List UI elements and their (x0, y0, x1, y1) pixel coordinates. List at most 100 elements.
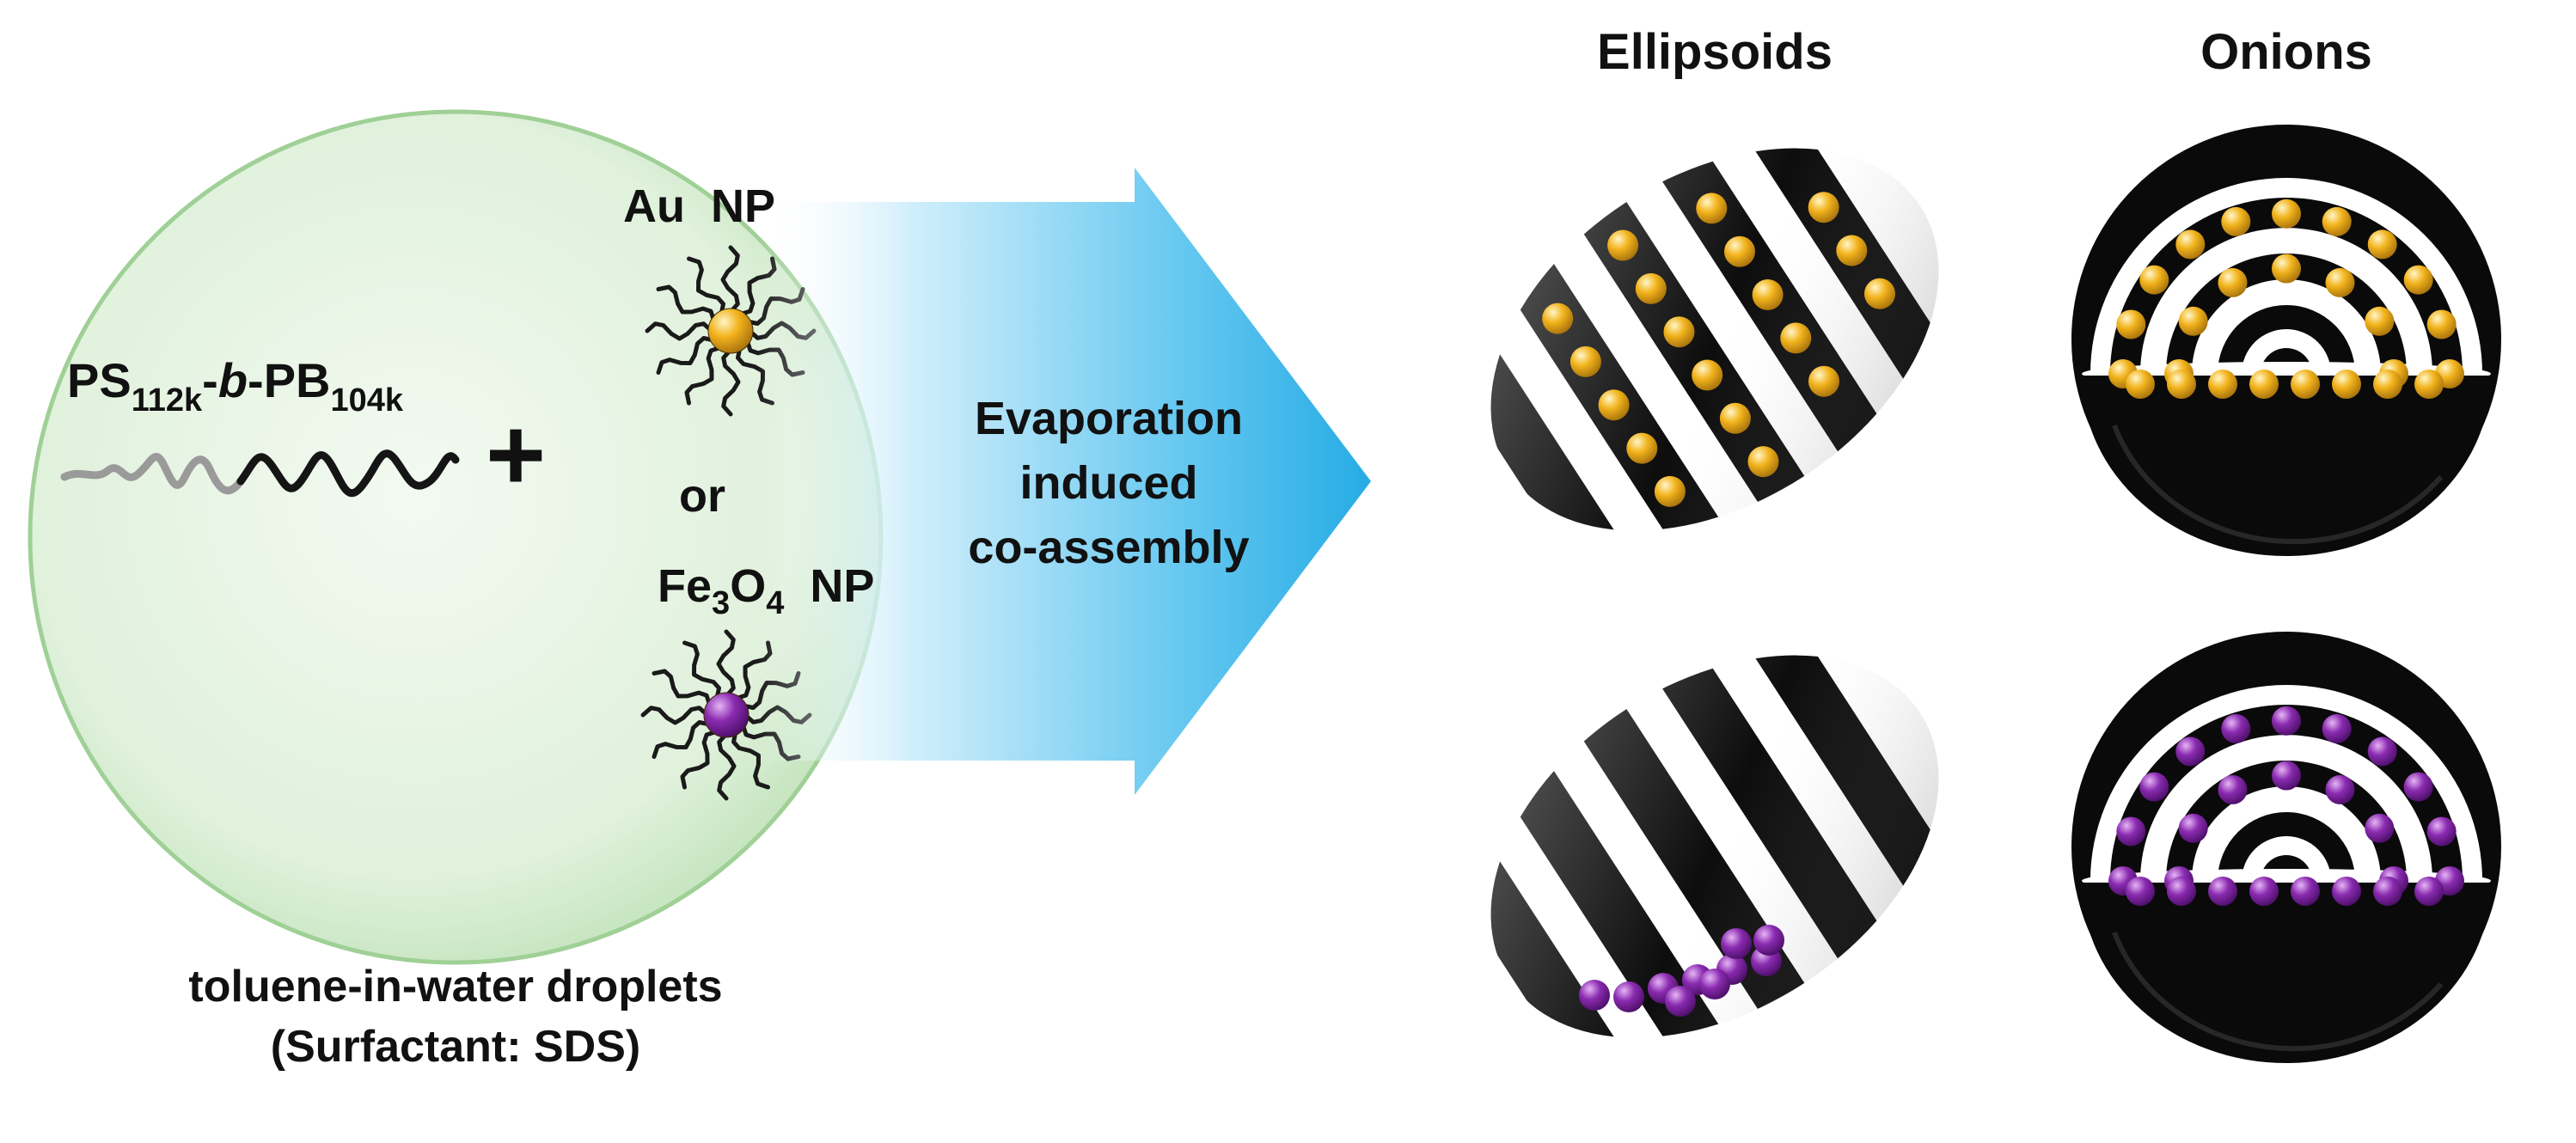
nanoparticle-core (703, 692, 750, 738)
heading-ellipsoids: Ellipsoids (1597, 24, 1833, 80)
gold-nanoparticle (1780, 322, 1812, 354)
gold-nanoparticle (1808, 365, 1839, 397)
plus-sign: + (486, 397, 546, 512)
onion-nanoparticle (2221, 206, 2251, 236)
au-np-label: Au NP (623, 180, 775, 232)
ellipsoid-gold (1420, 84, 1973, 610)
onion-nanoparticle (2218, 267, 2248, 297)
onion-nanoparticle (2272, 199, 2301, 229)
arrow-label-line3: co-assembly (968, 522, 1249, 573)
onion-purple (2071, 632, 2501, 1063)
onion-nanoparticle (2218, 774, 2248, 804)
onion-nanoparticle (2373, 370, 2402, 399)
onion-nanoparticle (2126, 877, 2155, 906)
gold-nanoparticle (1808, 192, 1839, 223)
ellipsoid-purple (1420, 591, 1973, 1117)
or-label: or (679, 470, 725, 522)
onion-nanoparticle (2272, 254, 2301, 284)
purple-nanoparticle (1613, 981, 1644, 1012)
onion-nanoparticle (2365, 813, 2395, 843)
onion-nanoparticle (2116, 309, 2146, 339)
onion-nanoparticle (2325, 774, 2355, 804)
onion-nanoparticle (2249, 370, 2279, 399)
onion-nanoparticle (2325, 267, 2355, 297)
ligand-chain (656, 284, 717, 324)
gold-nanoparticle (1663, 316, 1695, 348)
ligand-chain (721, 347, 741, 417)
purple-nanoparticle (1665, 986, 1696, 1017)
purple-nanoparticle (1753, 925, 1784, 956)
arrow-label-line1: Evaporation (975, 393, 1243, 444)
onion-nanoparticle (2272, 761, 2301, 791)
ligand-chain (684, 345, 724, 406)
onion-nanoparticle (2332, 877, 2361, 906)
onion-lower-hemisphere (2082, 376, 2491, 556)
gold-nanoparticle (1542, 303, 1574, 334)
purple-nanoparticle (1721, 928, 1752, 959)
copolymer-label: PS112k-b-PB104k (67, 353, 404, 419)
onion-nanoparticle (2178, 813, 2208, 843)
gold-nanoparticle (1747, 446, 1779, 478)
gold-nanoparticle (1864, 278, 1895, 309)
onion-nanoparticle (2373, 877, 2402, 906)
heading-onions: Onions (2200, 24, 2372, 80)
onion-nanoparticle (2365, 306, 2395, 336)
onion-nanoparticle (2221, 713, 2251, 743)
onion-nanoparticle (2322, 206, 2352, 236)
arrow-label-line2: induced (1019, 457, 1197, 509)
droplet (28, 109, 884, 965)
process-arrow (756, 168, 1371, 795)
onion-nanoparticle (2167, 877, 2196, 906)
gold-nanoparticle (1692, 359, 1723, 391)
onion-nanoparticle (2139, 265, 2169, 295)
ligand-chain (645, 321, 714, 341)
onion-nanoparticle (2414, 370, 2444, 399)
onion-nanoparticle (2414, 877, 2444, 906)
gold-nanoparticle (1752, 279, 1784, 310)
onion-nanoparticle (2291, 370, 2320, 399)
onion-nanoparticle (2291, 877, 2320, 906)
ligand-chain (652, 669, 713, 708)
onion-nanoparticle (2126, 370, 2155, 399)
ligand-chain (717, 731, 737, 801)
onion-nanoparticle (2249, 877, 2279, 906)
gold-nanoparticle (1836, 235, 1868, 266)
gold-nanoparticle (1569, 345, 1601, 377)
gold-nanoparticle (1696, 193, 1728, 224)
onion-highlight (2112, 931, 2444, 1052)
onion-nanoparticle (2175, 229, 2206, 260)
onion-nanoparticle (2116, 816, 2146, 847)
onion-nanoparticle (2139, 772, 2169, 802)
onion-lower-hemisphere (2082, 883, 2491, 1063)
gold-nanoparticle (1598, 389, 1630, 421)
ligand-chain (682, 640, 721, 701)
caption-line2: (Surfactant: SDS) (271, 1022, 640, 1072)
ligand-chain (656, 336, 717, 375)
ligand-chain (640, 706, 710, 725)
nanoparticle-core (707, 308, 754, 354)
onion-nanoparticle (2175, 737, 2206, 767)
gold-nanoparticle (1654, 475, 1686, 507)
onion-nanoparticle (2332, 370, 2361, 399)
onion-highlight (2112, 424, 2444, 545)
onion-nanoparticle (2426, 309, 2457, 339)
onion-nanoparticle (2426, 816, 2457, 847)
onion-nanoparticle (2208, 877, 2237, 906)
gold-nanoparticle (1635, 272, 1667, 304)
gold-nanoparticle (1719, 402, 1751, 434)
onion-nanoparticle (2178, 306, 2208, 336)
purple-nanoparticle (1699, 969, 1730, 999)
onion-nanoparticle (2208, 370, 2237, 399)
ligand-chain (680, 729, 719, 790)
onion-nanoparticle (2367, 737, 2397, 767)
caption-line1: toluene-in-water droplets (188, 962, 722, 1012)
fe3o4-np-label: Fe3O4 NP (593, 560, 912, 621)
onion-nanoparticle (2367, 229, 2397, 260)
ligand-chain (687, 256, 725, 317)
ligand-chain (720, 245, 740, 315)
ligand-chain (652, 720, 713, 759)
block-copolymer-chain (60, 449, 460, 498)
onion-nanoparticle (2272, 706, 2301, 736)
